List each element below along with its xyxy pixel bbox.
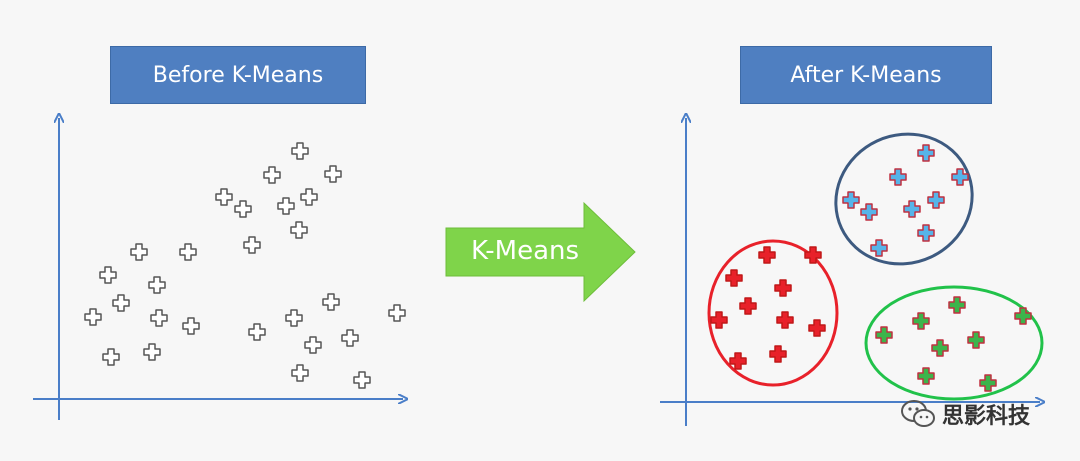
cluster-point [903, 200, 921, 218]
cluster-point [710, 311, 728, 329]
data-point [277, 197, 295, 215]
unclustered-points [84, 142, 406, 389]
cluster-point [1014, 307, 1032, 325]
data-point [179, 243, 197, 261]
data-point [291, 142, 309, 160]
cluster-point [769, 345, 787, 363]
cluster-point [739, 297, 757, 315]
data-point [291, 364, 309, 382]
cluster-point [875, 326, 893, 344]
k-means-arrow-label: K-Means [470, 236, 580, 266]
watermark: 思影科技 [900, 396, 1030, 432]
cluster-point [804, 246, 822, 264]
data-point [112, 294, 130, 312]
cluster-point [917, 224, 935, 242]
cluster-point [842, 191, 860, 209]
cluster-point [927, 191, 945, 209]
cluster-point [951, 168, 969, 186]
before-title: Before K-Means [152, 62, 324, 88]
cluster-point [870, 239, 888, 257]
data-point [304, 336, 322, 354]
clustered-points [710, 144, 1032, 392]
cluster-ring-blue [834, 132, 974, 266]
cluster-point [931, 339, 949, 357]
wechat-icon [901, 400, 935, 427]
data-point [84, 308, 102, 326]
after-title-box: After K-Means [740, 46, 992, 104]
cluster-point [725, 269, 743, 287]
data-point [130, 243, 148, 261]
k-means-arrow [445, 201, 636, 303]
data-point [290, 221, 308, 239]
cluster-point [774, 279, 792, 297]
cluster-point [729, 352, 747, 370]
before-title-box: Before K-Means [110, 46, 366, 104]
data-point [99, 266, 117, 284]
cluster-point [889, 168, 907, 186]
data-point [324, 165, 342, 183]
data-point [285, 309, 303, 327]
data-point [263, 166, 281, 184]
watermark-text: 思影科技 [942, 404, 1031, 429]
data-point [215, 188, 233, 206]
cluster-point [912, 312, 930, 330]
data-point [234, 200, 252, 218]
cluster-ring-green [864, 285, 1044, 401]
data-point [102, 348, 120, 366]
cluster-point [948, 296, 966, 314]
cluster-point [967, 331, 985, 349]
cluster-point [758, 246, 776, 264]
data-point [150, 309, 168, 327]
cluster-point [776, 311, 794, 329]
cluster-point [917, 367, 935, 385]
cluster-point [979, 374, 997, 392]
data-point [341, 329, 359, 347]
data-point [143, 343, 161, 361]
cluster-ring-red [707, 239, 839, 387]
cluster-point [860, 203, 878, 221]
after-title: After K-Means [790, 62, 942, 88]
data-point [243, 236, 261, 254]
cluster-point [917, 144, 935, 162]
data-point [322, 293, 340, 311]
cluster-point [808, 319, 826, 337]
data-point [248, 323, 266, 341]
data-point [182, 317, 200, 335]
data-point [388, 304, 406, 322]
data-point [353, 371, 371, 389]
data-point [148, 276, 166, 294]
data-point [300, 188, 318, 206]
